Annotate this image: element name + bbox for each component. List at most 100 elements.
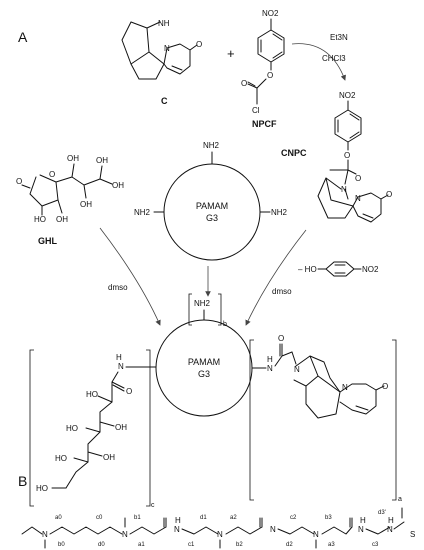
ghl-ho2: HO <box>34 215 46 224</box>
ghl-ring-o: O <box>49 170 55 179</box>
arrow-left <box>99 227 161 326</box>
glu-oh-1: HO <box>86 390 98 399</box>
branch-n-5: N <box>313 530 319 539</box>
npcf-oxygen-ring: O <box>267 71 273 80</box>
glu-oh-4: OH <box>103 453 115 462</box>
glu-oh-3: HO <box>66 424 78 433</box>
amine-top: NH2 <box>203 141 220 150</box>
glu-oh-2: OH <box>115 423 127 432</box>
pamam-bottom-line1: PAMAM <box>188 357 220 367</box>
pamam-g3-product: PAMAM G3 NH2 b <box>155 293 253 417</box>
cytisine-o: O <box>196 40 202 49</box>
cytisine-nh: NH <box>158 19 170 28</box>
ghl-oh3: OH <box>56 215 68 224</box>
pamam-branch-structure: N N H N N N N H N H N S <box>21 507 415 549</box>
lbl-a2: a2 <box>230 515 237 521</box>
npcf-structure: NO2 O O Cl NPCF <box>241 9 285 129</box>
branch-n-3: N <box>217 530 223 539</box>
panel-b-label: B <box>18 473 27 489</box>
lbl-c0: c0 <box>96 515 103 521</box>
lbl-b0: b0 <box>58 542 65 548</box>
branch-h-3: H <box>388 516 394 525</box>
cytisine-name: C <box>161 96 168 106</box>
glu-h: H <box>116 353 122 362</box>
amine-right: NH2 <box>271 208 288 217</box>
solvent-dmso-right: dmso <box>272 287 292 296</box>
ghl-oh7: OH <box>112 181 124 190</box>
glu-oh-6: HO <box>36 484 48 493</box>
ghl-structure: O O OH HO OH OH OH OH GHL <box>16 154 124 246</box>
pamam-bottom-line2: G3 <box>198 369 210 379</box>
lbl-d3: d3' <box>378 510 386 516</box>
carb-n7: N <box>342 383 348 392</box>
carb-o: O <box>278 334 284 343</box>
branch-n-2: N <box>174 525 180 534</box>
lbl-a1: a1 <box>138 542 145 548</box>
lbl-c3: c3 <box>372 542 379 548</box>
lbl-a0: a0 <box>55 515 62 521</box>
branch-end-label: S <box>410 530 415 539</box>
panel-a-label: A <box>18 29 28 45</box>
lbl-d2: d2 <box>286 542 293 548</box>
pamam-top-line1: PAMAM <box>196 201 228 211</box>
branch-h-2: H <box>360 516 366 525</box>
branch-n-0: N <box>42 530 48 539</box>
gluconamide-substituent: c H N O HO OH HO OH HO HO <box>29 349 157 509</box>
cnpc-structure: NO2 O O N O N CNPC <box>281 91 392 223</box>
panel-b-labels: a0 b0 c0 d0 b1 a1 c1 d1 a2 b2 c2 d2 b3 a… <box>55 510 386 548</box>
subscript-b: b <box>223 321 227 328</box>
arrow-right <box>245 229 307 326</box>
lbl-c2: c2 <box>290 515 297 521</box>
subscript-a: a <box>398 496 402 503</box>
ghl-name: GHL <box>38 236 58 246</box>
carb-n: N <box>267 364 273 373</box>
arrow-top <box>291 43 346 81</box>
ghl-oh5: OH <box>67 154 79 163</box>
cytisine-n: N <box>164 44 170 53</box>
byproduct-nitrophenol: – HO NO2 <box>298 261 379 277</box>
branch-n-6: N <box>358 525 364 534</box>
lbl-c1: c1 <box>188 542 195 548</box>
branch-n-4: N <box>270 525 276 534</box>
byproduct-suffix: NO2 <box>362 265 379 274</box>
amine-product: NH2 <box>194 299 211 308</box>
branch-n-1: N <box>122 530 128 539</box>
cnpc-nitro: NO2 <box>339 91 356 100</box>
npcf-name: NPCF <box>252 119 277 129</box>
glu-n: N <box>118 362 124 371</box>
solvent-dmso-left: dmso <box>108 283 128 292</box>
carb-ring-o: O <box>382 382 388 391</box>
lbl-b3: b3 <box>325 515 332 521</box>
cnpc-name: CNPC <box>281 148 307 158</box>
glu-oh-5: HO <box>55 454 67 463</box>
byproduct-prefix: – HO <box>298 265 317 274</box>
reagent-et3n: Et3N <box>330 33 348 42</box>
subscript-c: c <box>151 502 155 509</box>
solvent-chcl3: CHCl3 <box>322 54 346 63</box>
amine-left: NH2 <box>134 208 151 217</box>
lbl-d1: d1 <box>200 515 207 521</box>
branch-n-7: N <box>387 525 393 534</box>
carb-n3: N <box>294 365 300 374</box>
plus-sign: + <box>227 46 235 61</box>
carb-h: H <box>267 355 273 364</box>
ghl-oh6: OH <box>96 156 108 165</box>
cnpc-n7: N <box>355 194 361 203</box>
cnpc-n3: N <box>341 185 347 194</box>
pamam-top-line2: G3 <box>206 213 218 223</box>
pamam-g3-top: PAMAM G3 NH2 NH2 NH2 <box>134 141 288 261</box>
ghl-carbonyl-o: O <box>16 177 22 186</box>
npcf-oxygen-carbonyl: O <box>241 79 247 88</box>
lbl-a3: a3 <box>328 542 335 548</box>
cnpc-carbonyl-o: O <box>355 174 361 183</box>
branch-h-1: H <box>175 516 181 525</box>
lbl-b1: b1 <box>134 515 141 521</box>
ghl-oh4: OH <box>80 200 92 209</box>
cytisine-structure: NH N O C <box>121 19 202 106</box>
cnpc-ring-o: O <box>386 190 392 199</box>
cnpc-ester-o: O <box>344 151 350 160</box>
npcf-chloro: Cl <box>252 106 260 115</box>
cytisine-carbamoyl-substituent: a H N O N O N <box>249 334 402 503</box>
lbl-d0: d0 <box>98 542 105 548</box>
